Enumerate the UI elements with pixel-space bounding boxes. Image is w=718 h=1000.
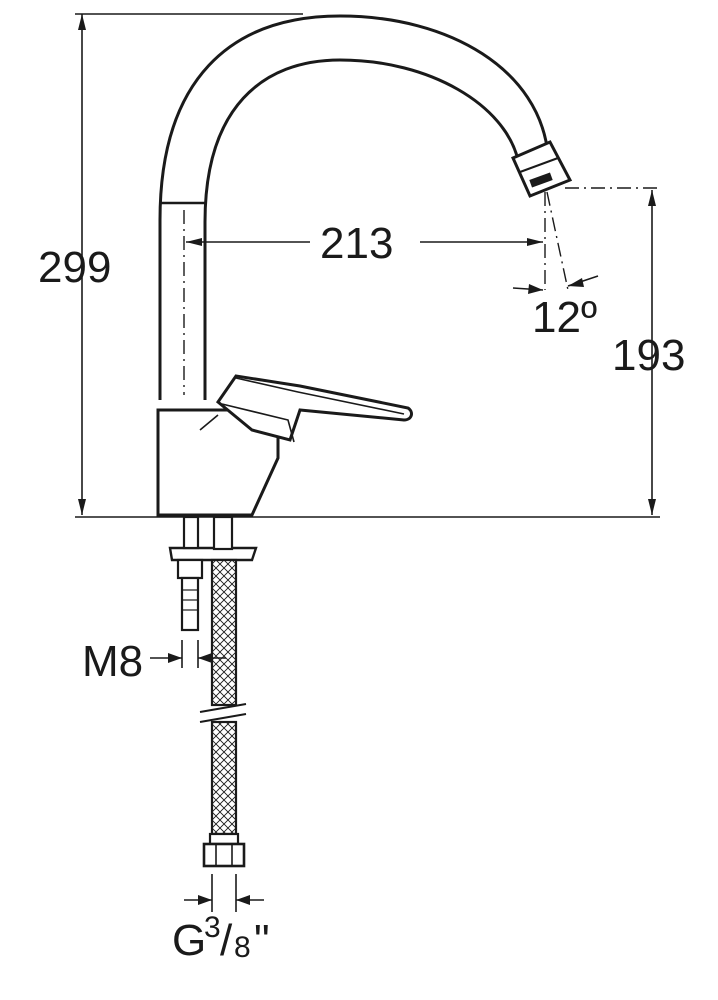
hose-thread-slash: / <box>220 916 233 965</box>
spout-height-arrow-bottom <box>648 499 656 515</box>
spout-height-label: 193 <box>612 331 685 380</box>
hose-nut <box>202 832 246 868</box>
spout-angle-label: 12º <box>532 293 597 342</box>
reach-label: 213 <box>320 219 393 268</box>
spout-height-arrow-top <box>648 190 656 206</box>
mounting-stud <box>176 515 204 632</box>
height-arrow-top <box>78 14 86 30</box>
reach-arrow-right <box>527 238 543 246</box>
hose-thread-numerator: 3 <box>204 911 221 944</box>
mount-thread-label: M8 <box>82 637 143 686</box>
height-arrow-bottom <box>78 499 86 515</box>
aerator <box>511 140 573 198</box>
lever-handle <box>215 374 413 443</box>
height-total-label: 299 <box>38 243 111 292</box>
flexible-hose <box>199 515 247 836</box>
spout-outer-outline <box>158 14 550 400</box>
hose-thread-unit: " <box>254 916 270 965</box>
outlet-angled-axis <box>546 191 569 291</box>
hose-thread-denominator: 8 <box>234 931 251 964</box>
spout-inner-outline <box>203 58 520 400</box>
hose-thread-label: G 3 / 8 " <box>172 911 270 965</box>
reach-arrow-left <box>186 238 202 246</box>
hose-thread-prefix: G <box>172 916 206 965</box>
